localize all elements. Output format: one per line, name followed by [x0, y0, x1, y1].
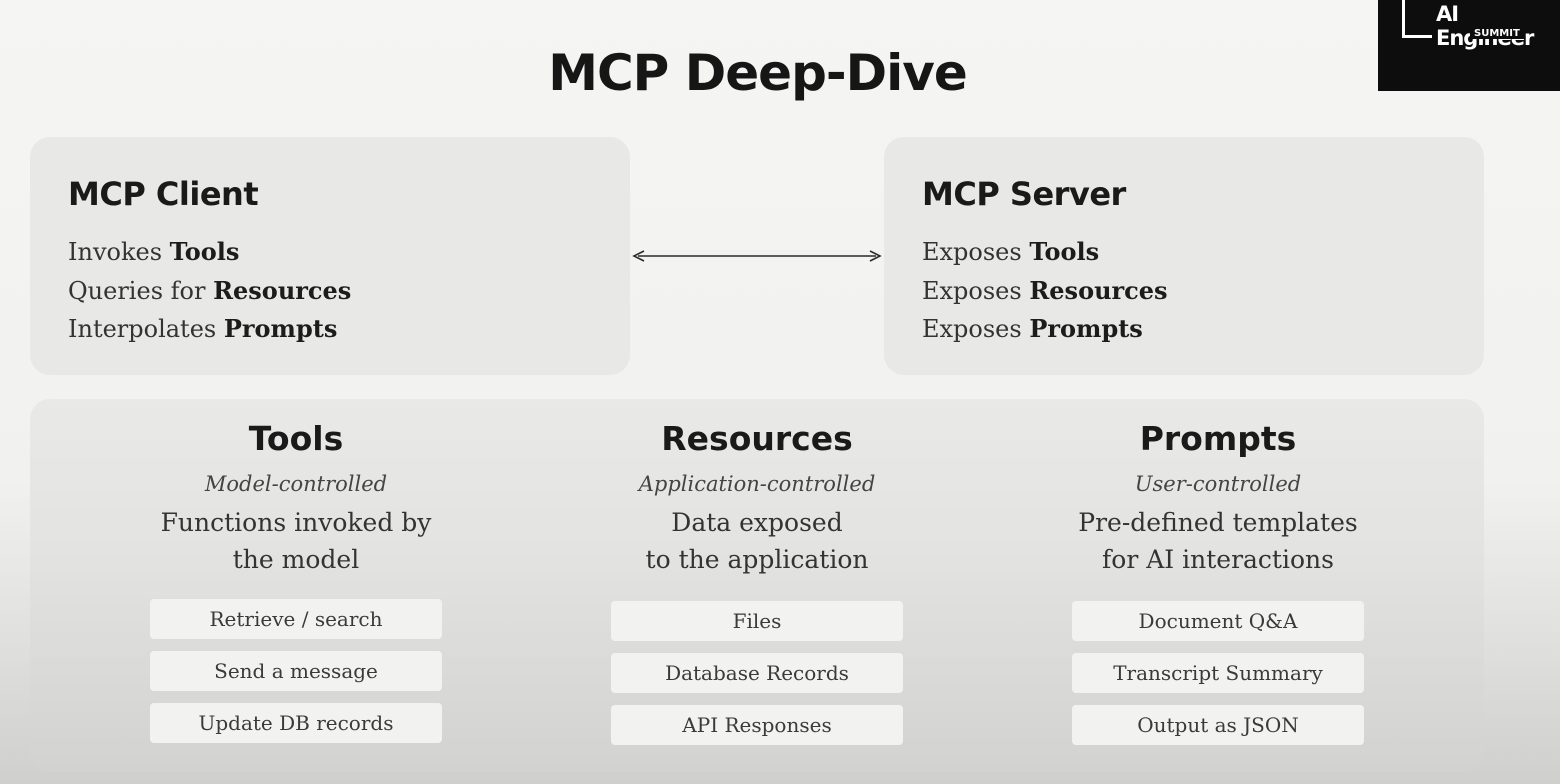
example-pill: API Responses [611, 705, 903, 745]
server-noun: Resources [1029, 275, 1168, 305]
client-line-prompts: Interpolates Prompts [68, 310, 351, 349]
client-line-resources: Queries for Resources [68, 272, 351, 311]
column-description: Functions invoked by the model [86, 504, 506, 578]
bidirectional-arrow-icon [632, 250, 882, 262]
mcp-server-card: MCP Server Exposes Tools Exposes Resourc… [884, 137, 1484, 375]
server-noun: Prompts [1029, 314, 1143, 343]
logo-sub-text: SUMMIT [1470, 28, 1524, 39]
description-line: to the application [645, 545, 869, 574]
server-verb: Exposes [922, 315, 1030, 343]
mcp-client-lines: Invokes Tools Queries for Resources Inte… [68, 233, 351, 349]
description-line: Functions invoked by [160, 508, 432, 537]
server-noun: Tools [1029, 237, 1100, 266]
client-noun: Prompts [223, 314, 338, 343]
control-type: Application-controlled [638, 472, 876, 496]
client-verb: Invokes [68, 238, 170, 266]
description-line: Data exposed [671, 508, 843, 537]
column-title: Tools [248, 419, 344, 458]
description-line: the model [232, 545, 360, 574]
example-pill: Files [611, 601, 903, 641]
control-type: User-controlled [1134, 472, 1302, 496]
example-pill: Database Records [611, 653, 903, 693]
column-description: Pre-defined templates for AI interaction… [1008, 504, 1428, 578]
client-noun: Tools [169, 237, 240, 266]
example-pill: Document Q&A [1072, 601, 1364, 641]
example-pill: Retrieve / search [150, 599, 442, 639]
slide-title: MCP Deep-Dive [548, 44, 968, 102]
description-line: Pre-defined templates [1078, 508, 1358, 537]
control-type: Model-controlled [204, 472, 388, 496]
column-title: Resources [661, 419, 853, 458]
column-description: Data exposed to the application [547, 504, 967, 578]
example-pill: Send a message [150, 651, 442, 691]
column-title: Prompts [1139, 419, 1297, 458]
description-line: for AI interactions [1102, 545, 1334, 574]
server-line-prompts: Exposes Prompts [922, 310, 1168, 349]
client-verb: Queries for [68, 276, 214, 305]
mcp-server-title: MCP Server [922, 175, 1126, 213]
mcp-client-title: MCP Client [68, 175, 259, 213]
logo-main-text: AI Engineer [1432, 2, 1560, 50]
server-verb: Exposes [922, 276, 1030, 305]
example-pill: Transcript Summary [1072, 653, 1364, 693]
server-verb: Exposes [922, 238, 1030, 266]
example-pill: Update DB records [150, 703, 442, 743]
client-noun: Resources [213, 275, 352, 305]
primitives-panel: Tools Model-controlled Functions invoked… [30, 399, 1484, 772]
mcp-client-card: MCP Client Invokes Tools Queries for Res… [30, 137, 630, 375]
ai-engineer-summit-logo: AI Engineer SUMMIT [1378, 0, 1560, 91]
client-line-tools: Invokes Tools [68, 233, 351, 272]
example-pill: Output as JSON [1072, 705, 1364, 745]
server-line-resources: Exposes Resources [922, 272, 1168, 311]
client-verb: Interpolates [68, 315, 224, 343]
server-line-tools: Exposes Tools [922, 233, 1168, 272]
mcp-server-lines: Exposes Tools Exposes Resources Exposes … [922, 233, 1168, 349]
